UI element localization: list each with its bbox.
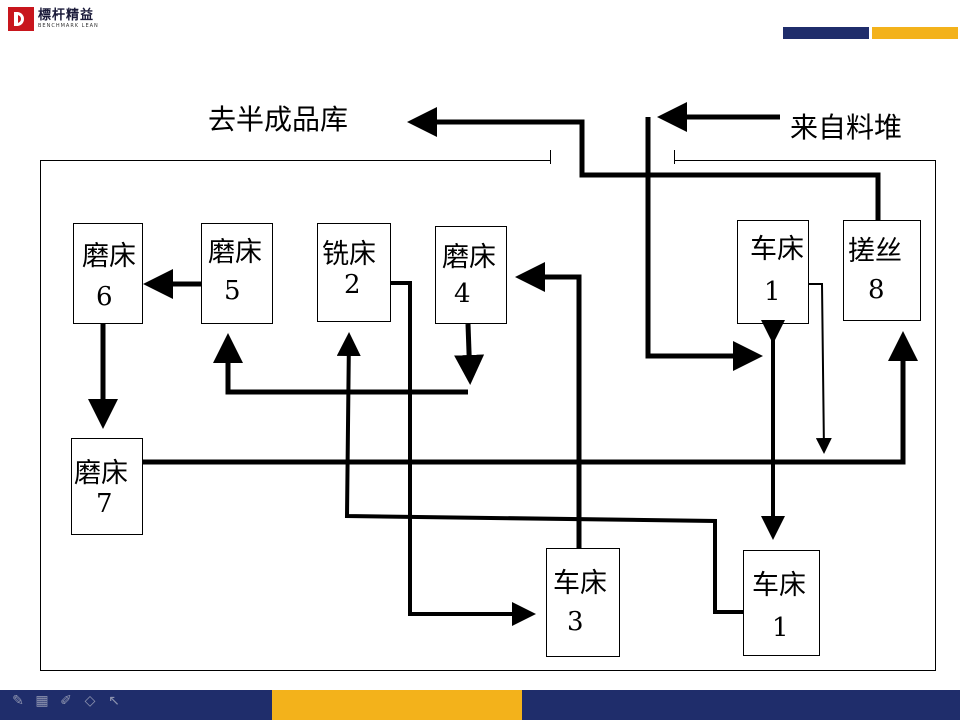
machine-number: 1 [764,277,781,307]
eraser-icon[interactable]: ◇ [84,693,96,709]
machine-number: 2 [344,270,361,300]
machine-lathe-1-bottom: 车床 1 [743,550,820,656]
doorway-tick-left [550,150,551,164]
machine-grinder-4: 磨床 4 [435,226,507,324]
machine-number: 5 [224,276,241,306]
machine-grinder-6: 磨床 6 [73,223,143,324]
flow-2-to-3 [391,281,536,626]
exit-label: 去半成品库 [208,103,349,136]
machine-number: 7 [96,489,113,519]
pen-icon[interactable]: ✎ [12,693,24,709]
machine-number: 4 [454,279,471,309]
machine-mill-2: 铣床 2 [317,223,391,322]
machine-name: 磨床 [208,237,262,268]
machine-grinder-5: 磨床 5 [201,223,273,324]
logo-mark-icon [8,7,34,31]
machine-name: 磨床 [74,458,128,489]
grid-icon[interactable]: ▦ [35,693,49,709]
workshop-wall-right [674,160,936,161]
machine-number: 8 [868,275,885,305]
source-label: 来自料堆 [790,111,903,144]
pointer-icon[interactable]: ↖ [108,693,120,709]
footer-accent [272,690,522,720]
machine-lathe-1-top: 车床 1 [737,220,809,324]
flow-7-to-8 [143,331,918,465]
machine-name: 磨床 [442,242,496,273]
brand-name-en: BENCHMARK LEAN [38,23,99,29]
machine-name: 车床 [553,568,607,599]
header-accent-yellow [872,27,958,39]
machine-name: 铣床 [322,239,376,270]
brand-name-cn: 標杆精益 [38,8,95,23]
doorway-tick-right [674,150,675,164]
flow-4-to-5 [213,333,468,395]
flow-exit [407,107,881,220]
machine-number: 6 [96,282,113,312]
workshop-outline [40,160,936,671]
workshop-wall-left [40,160,550,161]
machine-name: 磨床 [82,241,136,272]
machine-number: 3 [567,607,584,637]
machine-grinder-7: 磨床 7 [71,438,143,535]
machine-lathe-3: 车床 3 [546,548,620,657]
machine-name: 车床 [752,570,806,601]
flow-lathe1-out [809,283,832,454]
brand-logo: 標杆精益 BENCHMARK LEAN [8,6,99,32]
flow-source-down [645,117,763,371]
highlighter-icon[interactable]: ✐ [60,693,72,709]
flow-1-to-2 [336,332,743,614]
header-accent-blue [783,27,869,39]
flow-4-down [454,323,485,385]
flow-3-to-4 [515,262,582,548]
machine-number: 1 [772,613,789,643]
presentation-toolbar: ✎ ▦ ✐ ◇ ↖ [10,693,122,709]
machine-name: 搓丝 [848,236,902,267]
machine-thread-roller-8: 搓丝 8 [843,220,921,321]
machine-name: 车床 [750,234,804,265]
